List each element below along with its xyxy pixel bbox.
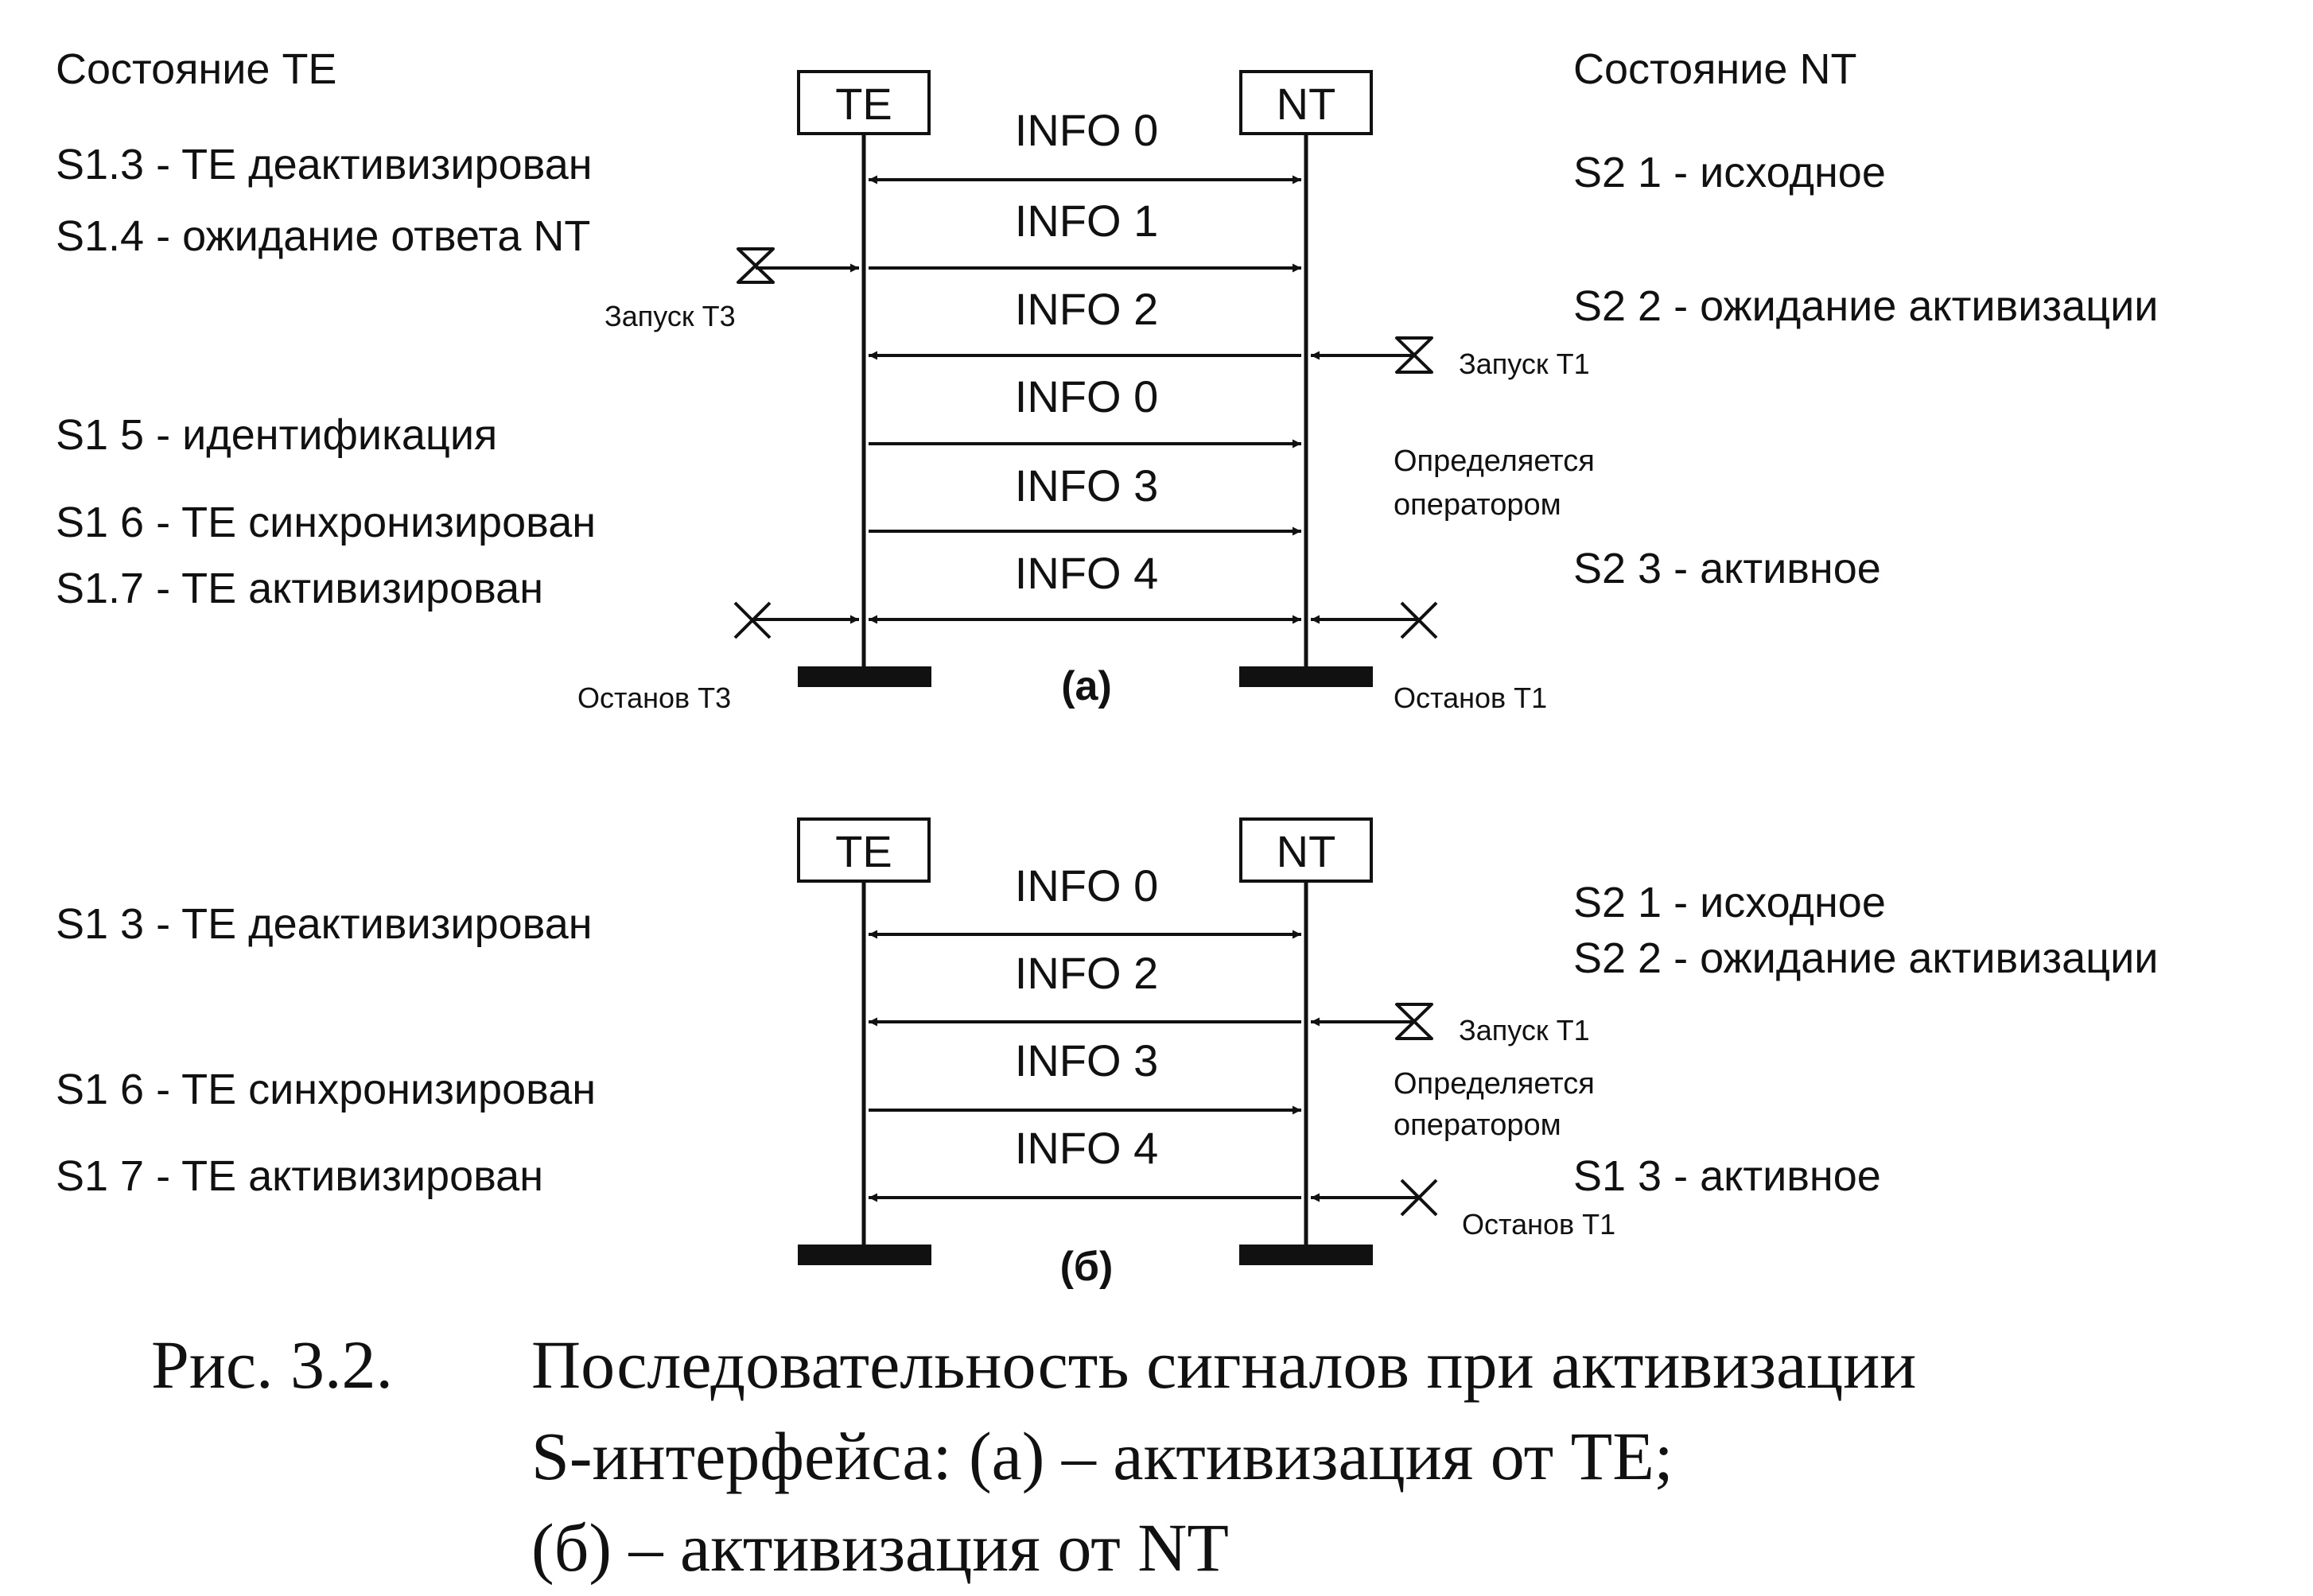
timer-stop-te-label: Останов T3 [577, 682, 731, 714]
operator-note: оператором [1394, 1109, 1561, 1142]
message-label: INFO 0 [1015, 371, 1158, 421]
nt-state-item: S2 1 - исходное [1573, 149, 1886, 196]
te-state-item: S1.7 - TE активизирован [56, 565, 543, 612]
operator-note: Определяется [1394, 445, 1595, 478]
timer-start-nt-label: Запуск T1 [1459, 1014, 1590, 1047]
message-label: INFO 0 [1015, 105, 1158, 155]
te-state-item: S1.4 - ожидание ответа NT [56, 212, 590, 260]
operator-note: оператором [1394, 488, 1561, 522]
caption-number: Рис. 3.2. [151, 1326, 393, 1403]
message-label: INFO 2 [1015, 284, 1158, 334]
te-entity-label: TE [835, 79, 892, 129]
te-state-item: S1.3 - TE деактивизирован [56, 141, 593, 188]
message-label: INFO 0 [1015, 860, 1158, 911]
caption-line: S-интерфейса: (а) – активизация от TE; [531, 1418, 1674, 1494]
message-label: INFO 3 [1015, 1035, 1158, 1085]
nt-end-bar [1239, 666, 1373, 687]
nt-state-item: S2 1 - исходное [1573, 879, 1886, 926]
nt-state-item: S1 3 - активное [1573, 1152, 1881, 1200]
hourglass-icon [737, 247, 775, 284]
message-label: INFO 2 [1015, 948, 1158, 998]
te-state-item: S1 7 - TE активизирован [56, 1152, 543, 1200]
caption-line: Последовательность сигналов при активиза… [531, 1326, 1916, 1403]
te-state-header: Состояние TE [56, 45, 336, 93]
te-entity-box [797, 70, 931, 135]
diagram-label: (a) [1061, 663, 1112, 709]
timer-start-nt-label: Запуск T1 [1459, 348, 1590, 380]
figure-caption: Рис. 3.2. Последовательность сигналов пр… [151, 1326, 1916, 1586]
diagram-a: TE NT Состояние TE Состояние NT S1.3 - T… [56, 45, 2158, 714]
operator-note: Определяется [1394, 1067, 1595, 1101]
te-state-item: S1 6 - TE синхронизирован [56, 499, 596, 546]
te-end-bar [798, 666, 931, 687]
message-label: INFO 3 [1015, 460, 1158, 511]
caption-line: (б) – активизация от NT [531, 1509, 1229, 1586]
timer-stop-nt-label: Останов T1 [1462, 1208, 1615, 1241]
te-state-item: S1 3 - TE деактивизирован [56, 900, 593, 948]
message-label: INFO 4 [1015, 1123, 1158, 1173]
timer-stop-nt-label: Останов T1 [1394, 682, 1547, 714]
timer-start-te-label: Запуск T3 [604, 300, 736, 332]
nt-state-item: S2 2 - ожидание активизации [1573, 282, 2158, 330]
te-entity-label: TE [835, 826, 892, 876]
message-label: INFO 4 [1015, 548, 1158, 598]
nt-end-bar [1239, 1245, 1373, 1265]
nt-entity-label: NT [1277, 826, 1336, 876]
diagram-label: (б) [1060, 1244, 1114, 1290]
nt-state-item: S2 2 - ожидание активизации [1573, 934, 2158, 982]
te-end-bar [798, 1245, 931, 1265]
nt-entity-box [1239, 817, 1373, 883]
te-state-item: S1 5 - идентификация [56, 411, 497, 459]
nt-entity-label: NT [1277, 79, 1336, 129]
te-state-item: S1 6 - TE синхронизирован [56, 1066, 596, 1113]
nt-state-header: Состояние NT [1573, 45, 1856, 93]
te-entity-box [797, 817, 931, 883]
hourglass-icon [1395, 1003, 1433, 1040]
diagram-b: TE NT S1 3 - TE деактивизирован S1 6 - T… [56, 817, 2158, 1290]
hourglass-icon [1395, 336, 1433, 374]
message-label: INFO 1 [1015, 196, 1158, 246]
nt-state-item: S2 3 - активное [1573, 545, 1881, 592]
